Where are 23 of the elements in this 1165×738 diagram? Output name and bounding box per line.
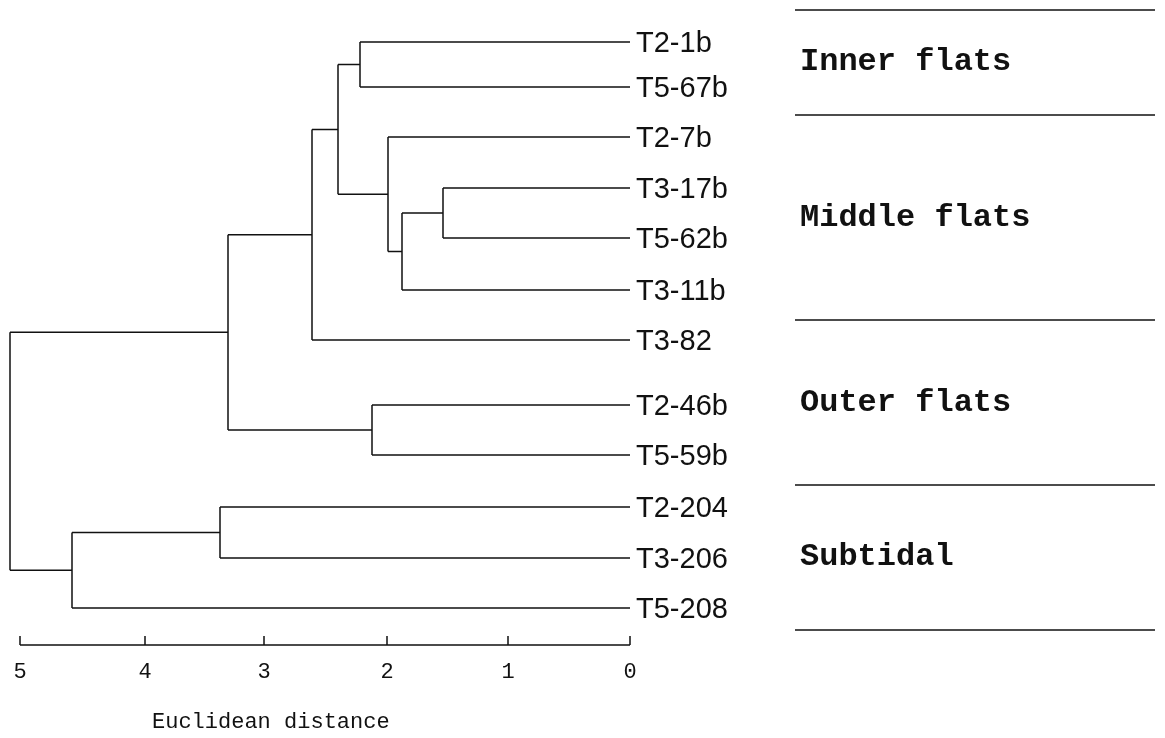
leaf-label: T5-208	[636, 593, 728, 623]
leaf-label: T2-46b	[636, 390, 728, 420]
leaf-label: T3-206	[636, 543, 728, 573]
leaf-label: T3-82	[636, 325, 712, 355]
tick-label: 1	[501, 662, 515, 684]
axis-title: Euclidean distance	[152, 712, 390, 734]
group-label: Middle flats	[800, 202, 1031, 234]
group-label: Subtidal	[800, 541, 954, 573]
leaf-label: T5-59b	[636, 440, 728, 470]
tick-label: 3	[257, 662, 271, 684]
leaf-label: T2-7b	[636, 122, 712, 152]
leaf-label: T5-62b	[636, 223, 728, 253]
tick-label: 4	[138, 662, 152, 684]
leaf-label: T3-11b	[636, 275, 726, 305]
group-label: Inner flats	[800, 46, 1012, 78]
tick-label: 5	[13, 662, 27, 684]
leaf-label: T2-1b	[636, 27, 712, 57]
tick-label: 2	[380, 662, 394, 684]
leaf-label: T3-17b	[636, 173, 728, 203]
leaf-label: T5-67b	[636, 72, 728, 102]
tick-label: 0	[623, 662, 637, 684]
group-label: Outer flats	[800, 387, 1012, 419]
leaf-label: T2-204	[636, 492, 728, 522]
